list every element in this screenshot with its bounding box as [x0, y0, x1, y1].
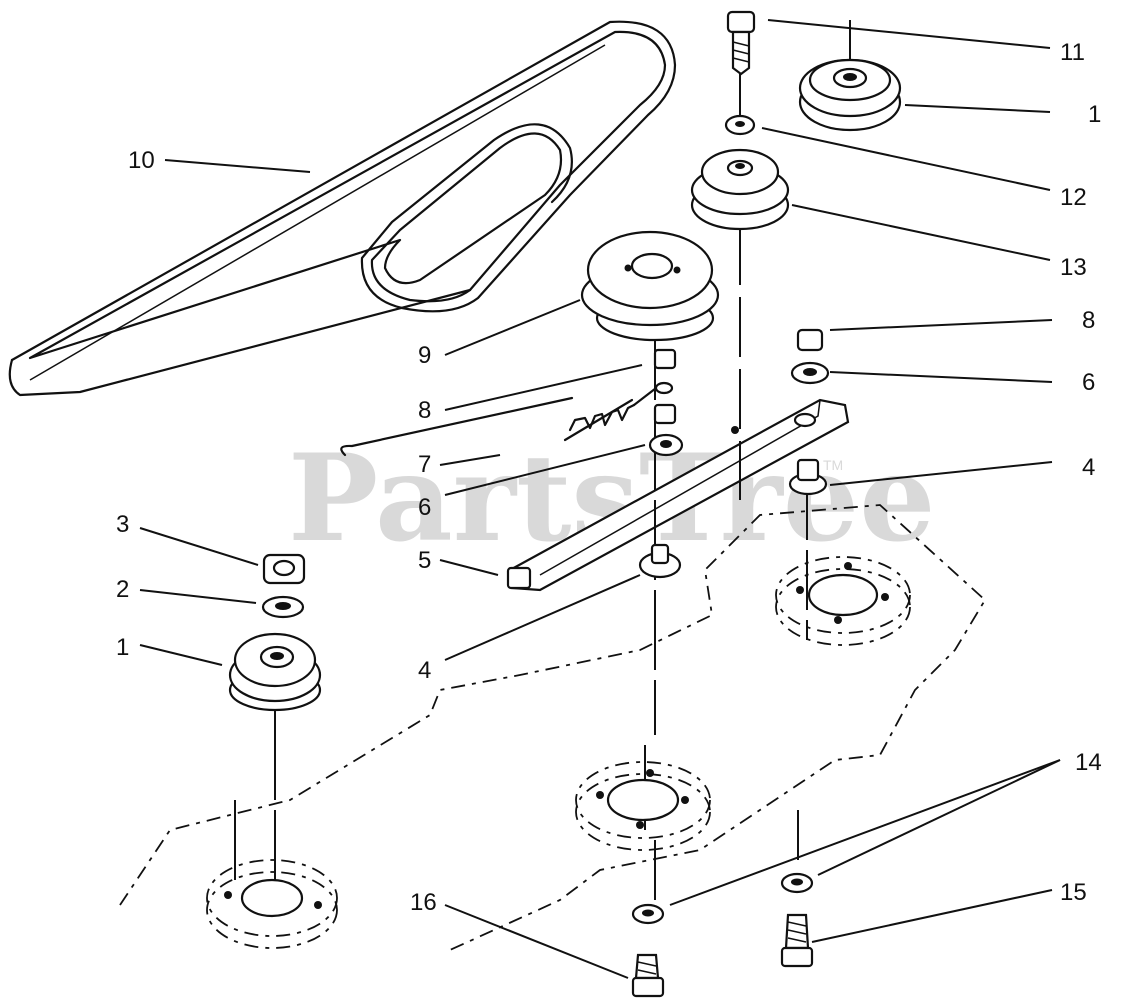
callout-3: 3 [116, 511, 129, 538]
leader-lines [139, 19, 1061, 979]
callout-4-center: 4 [418, 657, 431, 684]
watermark-trademark: TM [823, 457, 843, 473]
callout-13: 13 [1060, 254, 1087, 281]
pulley-13 [690, 148, 790, 231]
callout-15: 15 [1060, 879, 1087, 906]
callout-2: 2 [116, 576, 129, 603]
callouts: 10 11 1 12 13 9 8 8 6 7 6 4 3 2 1 5 4 14… [116, 39, 1102, 916]
hardware-stack-right [788, 328, 830, 496]
idler-arm-5 [506, 398, 850, 592]
callout-8-right: 8 [1082, 307, 1095, 334]
bottom-hardware [631, 872, 814, 998]
callout-6-center: 6 [418, 494, 431, 521]
belt-10 [8, 20, 677, 397]
callout-10: 10 [128, 147, 155, 174]
pulley-1-left [228, 553, 322, 712]
callout-12: 12 [1060, 184, 1087, 211]
bolt-11 [726, 10, 756, 76]
callout-14: 14 [1075, 749, 1102, 776]
callout-1-top: 1 [1088, 101, 1101, 128]
callout-6-right: 6 [1082, 369, 1095, 396]
callout-4-right: 4 [1082, 454, 1095, 481]
pulley-1-top [798, 58, 902, 132]
spindle-base-right [775, 556, 911, 646]
spindle-base-left [206, 859, 338, 949]
callout-5: 5 [418, 547, 431, 574]
spindle-base-center [575, 761, 711, 851]
mower-deck-outline [119, 504, 987, 951]
callout-9: 9 [418, 342, 431, 369]
callout-11: 11 [1060, 39, 1085, 66]
pulley-9 [580, 230, 720, 342]
hardware-stack-center [638, 348, 684, 579]
callout-1-left: 1 [116, 634, 129, 661]
washer-12 [724, 114, 756, 136]
callout-8-center: 8 [418, 397, 431, 424]
callout-16: 16 [410, 889, 437, 916]
callout-7: 7 [418, 451, 431, 478]
